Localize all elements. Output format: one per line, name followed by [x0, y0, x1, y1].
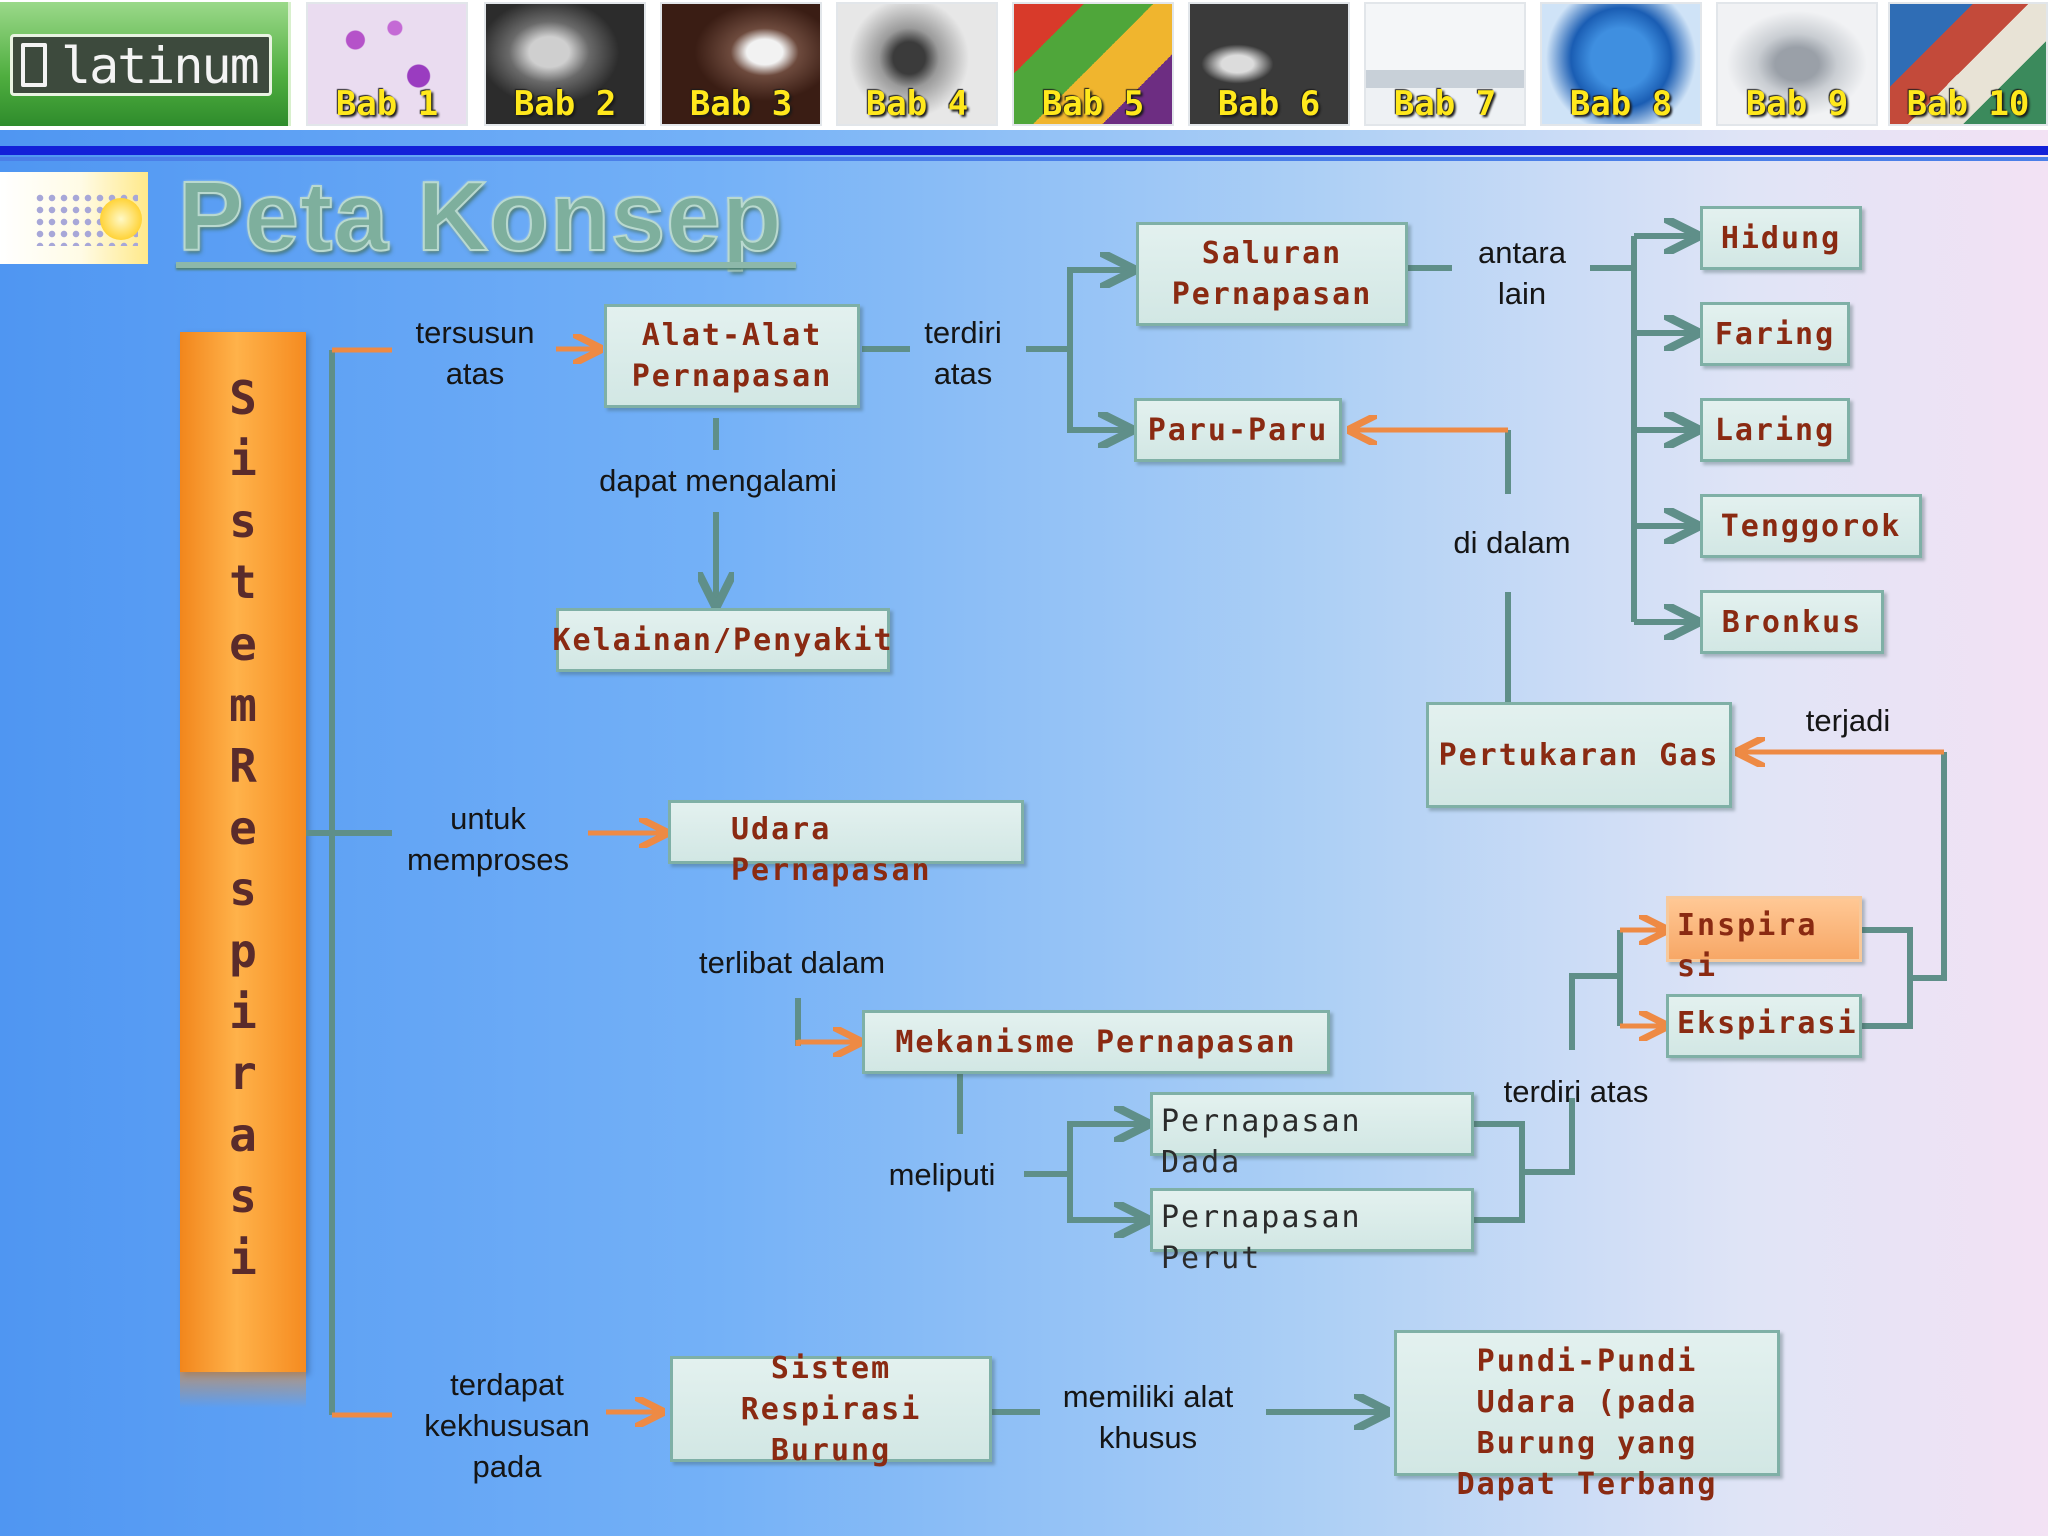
chapter-tab-label: Bab 1: [335, 84, 439, 124]
link-label-terdiri-atas-2: terdiri atas: [1503, 1074, 1649, 1109]
node-hidung[interactable]: Hidung: [1700, 206, 1862, 270]
node-label: Mekanisme Pernapasan: [895, 1024, 1297, 1060]
chapter-tab-7[interactable]: Bab 7: [1364, 2, 1526, 126]
node-tenggorok[interactable]: Tenggorok: [1700, 494, 1922, 558]
node-paru-paru[interactable]: Paru-Paru: [1134, 398, 1342, 462]
link-label-untuk-memproses: untuk memproses: [407, 801, 569, 877]
glow-icon: [100, 198, 142, 240]
title-underline: [176, 262, 796, 268]
title-decoration-icon: [0, 172, 148, 264]
logo-text: latinum: [61, 37, 260, 95]
header-rule: [0, 146, 2048, 155]
link-label-terlibat-dalam: terlibat dalam: [698, 945, 886, 980]
node-label: Hidung: [1720, 220, 1842, 256]
node-label: Bronkus: [1721, 604, 1863, 640]
link-label-terdapat-kekhususan-pada: terdapat kekhususan pada: [424, 1367, 590, 1484]
node-label: Pernapasan Dada: [1161, 1104, 1362, 1180]
chapter-tab-8[interactable]: Bab 8: [1540, 2, 1702, 126]
link-label-antara-lain: antara lain: [1478, 235, 1566, 311]
link-label-memiliki-alat-khusus: memiliki alat khusus: [1062, 1379, 1234, 1455]
chapter-tab-label: Bab 6: [1217, 84, 1321, 124]
chapter-tab-2[interactable]: Bab 2: [484, 2, 646, 126]
chapter-tab-10[interactable]: Bab 10: [1888, 2, 2048, 126]
node-label: Alat-Alat Pernapasan: [631, 318, 833, 394]
page-title: Peta Konsep: [177, 160, 783, 272]
node-label: Paru-Paru: [1147, 412, 1329, 448]
node-label: Sistem Respirasi Burung: [740, 1350, 922, 1468]
node-faring[interactable]: Faring: [1700, 302, 1850, 366]
node-mekanisme-pernapasan[interactable]: Mekanisme Pernapasan: [862, 1010, 1330, 1074]
link-label-meliputi: meliputi: [888, 1157, 996, 1192]
chapter-tab-label: Bab 8: [1569, 84, 1673, 124]
top-navigation-bar: latinum Bab 1 Bab 2 Bab 3 Bab 4 Bab 5 Ba…: [0, 0, 2048, 130]
node-pernapasan-perut[interactable]: Pernapasan Perut: [1150, 1188, 1474, 1276]
link-label-tersusun-atas: tersusun atas: [415, 315, 535, 391]
chapter-tab-label: Bab 5: [1041, 84, 1145, 124]
logo[interactable]: latinum: [0, 2, 291, 126]
logo-mark-icon: [21, 43, 47, 87]
chapter-tab-label: Bab 2: [513, 84, 617, 124]
node-label: Inspirasi: [1677, 908, 1818, 984]
node-pertukaran-gas[interactable]: Pertukaran Gas: [1426, 702, 1732, 808]
vertical-title-text: SistemRespirasi: [229, 371, 257, 1285]
node-label: Faring: [1714, 316, 1836, 352]
link-label-terdiri-atas: terdiri atas: [924, 315, 1002, 391]
node-alat-alat-pernapasan[interactable]: Alat-Alat Pernapasan: [604, 304, 860, 408]
node-label: Pertukaran Gas: [1438, 737, 1720, 773]
node-label: Pernapasan Perut: [1161, 1200, 1362, 1276]
logo-plate: latinum: [10, 34, 272, 96]
node-kelainan-penyakit[interactable]: Kelainan/Penyakit: [552, 608, 892, 672]
node-sistem-respirasi-burung[interactable]: Sistem Respirasi Burung: [670, 1351, 992, 1468]
vertical-title-bar: SistemRespirasi: [180, 332, 306, 1372]
link-label-terjadi: terjadi: [1805, 703, 1891, 738]
vertical-title-shadow: [180, 1372, 306, 1408]
chapter-tab-label: Bab 3: [689, 84, 793, 124]
chapter-tab-4[interactable]: Bab 4: [836, 2, 998, 126]
node-udara-pernapasan[interactable]: Udara Pernapasan: [668, 800, 1024, 888]
node-label: Laring: [1714, 412, 1836, 448]
chapter-tab-label: Bab 4: [865, 84, 969, 124]
node-label: Tenggorok: [1720, 508, 1902, 544]
chapter-tab-6[interactable]: Bab 6: [1188, 2, 1350, 126]
node-pernapasan-dada[interactable]: Pernapasan Dada: [1150, 1092, 1474, 1180]
chapter-tab-label: Bab 7: [1393, 84, 1497, 124]
chapter-tab-9[interactable]: Bab 9: [1716, 2, 1878, 126]
node-label: Pundi-Pundi Udara (pada Burung yang Dapa…: [1456, 1344, 1718, 1502]
chapter-tab-5[interactable]: Bab 5: [1012, 2, 1174, 126]
node-bronkus[interactable]: Bronkus: [1700, 590, 1884, 654]
chapter-tab-label: Bab 9: [1745, 84, 1849, 124]
node-label: Ekspirasi: [1677, 1006, 1858, 1041]
chapter-tab-3[interactable]: Bab 3: [660, 2, 822, 126]
chapter-tab-label: Bab 10: [1906, 84, 2030, 124]
node-saluran-pernapasan[interactable]: Saluran Pernapasan: [1136, 222, 1408, 326]
link-label-di-dalam: di dalam: [1453, 525, 1571, 560]
chapter-tab-1[interactable]: Bab 1: [306, 2, 468, 126]
node-inspirasi[interactable]: Inspirasi: [1666, 896, 1862, 984]
node-label: Saluran Pernapasan: [1171, 236, 1373, 312]
node-pundi-pundi-udara[interactable]: Pundi-Pundi Udara (pada Burung yang Dapa…: [1394, 1330, 1780, 1502]
node-laring[interactable]: Laring: [1700, 398, 1850, 462]
link-label-dapat-mengalami: dapat mengalami: [599, 463, 837, 498]
node-ekspirasi[interactable]: Ekspirasi: [1666, 994, 1862, 1058]
node-label: Udara Pernapasan: [731, 812, 932, 888]
header-rule-thin: [0, 157, 2048, 161]
node-label: Kelainan/Penyakit: [552, 622, 894, 658]
